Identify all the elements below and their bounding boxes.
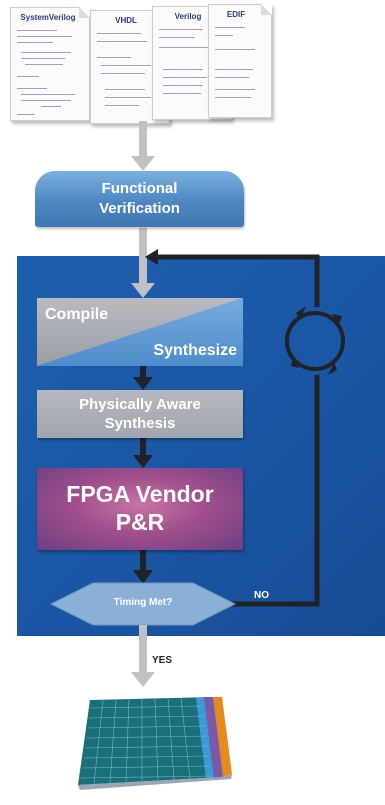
fpga-vendor-place-route-step: FPGA Vendor P&R: [37, 468, 243, 550]
code-line: [215, 77, 249, 78]
arrow-compile-to-physical: [133, 366, 153, 390]
code-line: [25, 64, 63, 65]
iteration-cycle-icon: [281, 306, 349, 375]
code-line: [17, 114, 35, 115]
code-line: [215, 27, 245, 28]
compile-label: Compile: [45, 306, 109, 323]
arrow-docs-to-verification: [131, 121, 155, 171]
code-line: [215, 97, 251, 98]
document-title: SystemVerilog: [20, 13, 76, 22]
code-line: [17, 36, 72, 37]
code-line: [163, 77, 207, 78]
functional-verification-step: Functional Verification: [35, 171, 244, 227]
code-line: [101, 65, 151, 66]
arrow-vendor-to-decision: [133, 550, 153, 584]
code-line: [159, 29, 203, 30]
step-label-line: Synthesis: [104, 415, 176, 432]
code-line: [97, 57, 131, 58]
feedback-loop-line: [154, 254, 320, 607]
step-label-line: FPGA Vendor: [66, 481, 214, 507]
document-title: VHDL: [115, 16, 137, 25]
arrow-verification-to-compile: [131, 228, 155, 298]
code-line: [215, 49, 255, 50]
code-line: [163, 93, 201, 94]
feedback-arrowhead: [145, 249, 158, 265]
code-line: [105, 97, 151, 98]
code-line: [97, 33, 141, 34]
synthesize-region: [37, 298, 243, 366]
code-line: [163, 69, 203, 70]
code-line: [21, 58, 65, 59]
document-edif: EDIF: [208, 4, 272, 118]
step-label-line: Functional: [101, 180, 178, 197]
step-label-line: Physically Aware: [79, 396, 201, 413]
step-label-line: P&R: [115, 509, 165, 535]
code-line: [163, 85, 203, 86]
code-line: [21, 94, 75, 95]
no-branch-label: NO: [254, 590, 269, 601]
document-systemverilog: SystemVerilog: [10, 7, 90, 121]
code-line: [215, 89, 255, 90]
code-line: [215, 35, 233, 36]
code-line: [159, 37, 195, 38]
arrow-physical-to-vendor: [133, 438, 153, 468]
code-line: [105, 89, 145, 90]
code-line: [101, 73, 145, 74]
step-label-line: Verification: [99, 200, 180, 217]
fpga-chip-image: [78, 697, 232, 790]
arrow-yes-to-device: [131, 625, 155, 687]
physically-aware-synthesis-step: Physically Aware Synthesis: [37, 390, 243, 438]
timing-decision-diamond: [49, 582, 237, 626]
document-title: Verilog: [174, 12, 202, 21]
code-line: [21, 100, 71, 101]
code-line: [17, 42, 53, 43]
code-line: [159, 47, 209, 48]
document-title: EDIF: [226, 10, 246, 19]
code-line: [17, 88, 47, 89]
code-line: [21, 52, 71, 53]
code-line: [41, 106, 61, 107]
code-line: [97, 41, 147, 42]
decision-label: Timing Met?: [113, 597, 173, 608]
code-line: [105, 105, 139, 106]
compile-synthesize-step: Compile Synthesize: [37, 298, 243, 366]
code-line: [17, 76, 39, 77]
synthesize-label: Synthesize: [153, 342, 237, 359]
code-line: [215, 69, 253, 70]
yes-branch-label: YES: [152, 655, 173, 666]
code-line: [17, 30, 57, 31]
